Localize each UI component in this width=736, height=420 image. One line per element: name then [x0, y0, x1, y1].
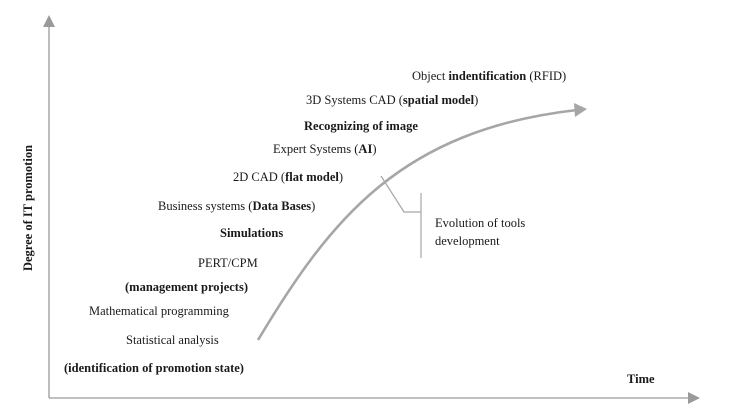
stage-label-part: 2D CAD (	[233, 170, 285, 184]
stage-label-bold-part: Simulations	[220, 226, 283, 240]
stage-label-part: Object	[412, 69, 448, 83]
x-axis-arrowhead	[688, 392, 700, 404]
stage-label-part: Statistical analysis	[126, 333, 219, 347]
stage-label: Recognizing of image	[304, 119, 418, 133]
stage-label: Expert Systems (AI)	[273, 142, 377, 156]
stage-label: Statistical analysis	[126, 333, 219, 347]
stage-label-part: )	[339, 170, 343, 184]
stage-label-part: (RFID)	[526, 69, 566, 83]
x-axis-title: Time	[627, 372, 655, 386]
callout-leader-line	[380, 175, 421, 213]
stage-label: PERT/CPM	[198, 256, 258, 270]
stage-label-part: )	[474, 93, 478, 107]
stage-label: (identification of promotion state)	[64, 361, 244, 375]
stage-label-part: Business systems (	[158, 199, 252, 213]
stage-label-part: Expert Systems (	[273, 142, 358, 156]
stage-label: Simulations	[220, 226, 283, 240]
stage-label: Mathematical programming	[89, 304, 230, 318]
stage-label-bold-part: (management projects)	[125, 280, 248, 294]
stage-label-bold-part: flat model	[285, 170, 339, 184]
stage-label: 2D CAD (flat model)	[233, 170, 343, 184]
stage-label-bold-part: AI	[358, 142, 372, 156]
y-axis-arrowhead	[43, 15, 55, 27]
stage-label-part: )	[372, 142, 376, 156]
stage-label-bold-part: indentification	[448, 69, 526, 83]
stage-label-part: )	[311, 199, 315, 213]
stage-label-bold-part: Data Bases	[252, 199, 311, 213]
stage-label-part: 3D Systems CAD (	[306, 93, 403, 107]
stage-label-bold-part: (identification of promotion state)	[64, 361, 244, 375]
stage-label: (management projects)	[125, 280, 248, 294]
callout-line-1: Evolution of tools	[435, 216, 525, 230]
evolution-curve-arrowhead	[574, 103, 587, 117]
stage-label-part: Mathematical programming	[89, 304, 230, 318]
stage-label: 3D Systems CAD (spatial model)	[306, 93, 478, 107]
y-axis-title: Degree of IT promotion	[21, 145, 35, 271]
stage-label-part: PERT/CPM	[198, 256, 258, 270]
stage-label-bold-part: spatial model	[403, 93, 475, 107]
stage-label: Object indentification (RFID)	[412, 69, 566, 83]
callout-line-2: development	[435, 234, 500, 248]
stage-label: Business systems (Data Bases)	[158, 199, 315, 213]
stage-label-bold-part: Recognizing of image	[304, 119, 418, 133]
evolution-curve	[256, 108, 578, 341]
